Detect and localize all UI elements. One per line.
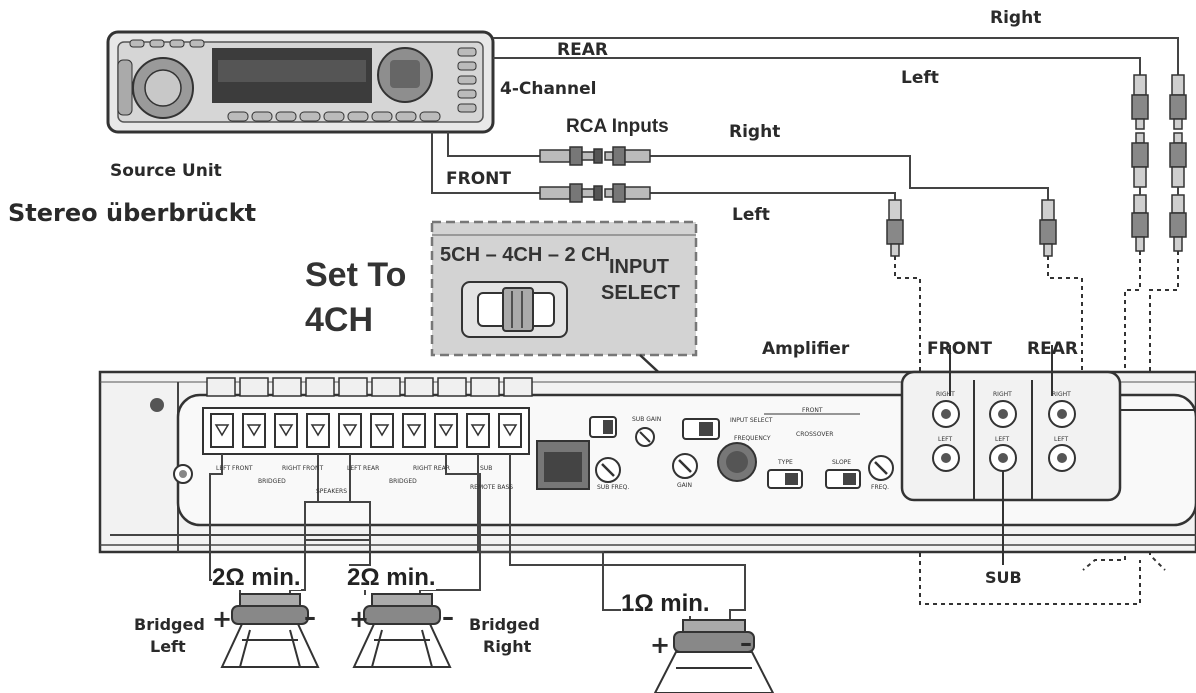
speaker-bridged-left bbox=[220, 593, 320, 668]
amp-sub-freq: SUB FREQ. bbox=[597, 484, 630, 491]
amp-right-sub-in: RIGHT bbox=[993, 391, 1012, 398]
rca-inputs-label: RCA Inputs bbox=[566, 116, 669, 137]
amp-left-front: LEFT FRONT bbox=[216, 465, 253, 472]
amp-remote: REMOTE BASS bbox=[470, 484, 514, 491]
amp-front-small: FRONT bbox=[802, 407, 823, 414]
amp-speakers: SPEAKERS bbox=[316, 488, 348, 495]
impedance-right-label: 2Ω min. bbox=[347, 564, 436, 591]
plus-sub: + bbox=[650, 631, 671, 659]
front-label: FRONT bbox=[446, 169, 511, 189]
plus-right: + bbox=[349, 605, 370, 633]
set-to-value: 4CH bbox=[305, 301, 374, 339]
amp-sub-gain: SUB GAIN bbox=[632, 416, 662, 423]
source-unit-label: Source Unit bbox=[110, 161, 222, 181]
minus-right: – bbox=[442, 603, 454, 631]
bridged-right-line2: Right bbox=[483, 637, 532, 656]
switch-select-label: SELECT bbox=[601, 282, 680, 304]
speaker-bridged-right bbox=[352, 593, 452, 668]
amp-type: TYPE bbox=[778, 459, 793, 466]
rear-right-label: Right bbox=[990, 8, 1042, 28]
head-unit bbox=[106, 30, 495, 134]
switch-modes-label: 5CH – 4CH – 2 CH bbox=[440, 244, 611, 266]
four-channel-label: 4-Channel bbox=[500, 79, 597, 99]
speaker-sub bbox=[653, 619, 775, 693]
amp-sub: SUB bbox=[480, 465, 493, 472]
amp-left-rear: LEFT REAR bbox=[347, 465, 380, 472]
bridged-left-line1: Bridged bbox=[134, 615, 205, 634]
amplifier-body bbox=[98, 345, 1196, 565]
rear-label: REAR bbox=[557, 40, 608, 60]
rear-left-label: Left bbox=[901, 68, 939, 88]
minus-left: – bbox=[304, 603, 316, 631]
switch-input-label: INPUT bbox=[609, 256, 669, 278]
amp-right-front: RIGHT FRONT bbox=[282, 465, 324, 472]
front-wires bbox=[431, 132, 1049, 200]
amp-frequency: FREQUENCY bbox=[734, 435, 771, 442]
amp-right-rear-in: RIGHT bbox=[1052, 391, 1071, 398]
amp-left-rear-in: LEFT bbox=[1054, 436, 1069, 443]
amp-left-front-in: LEFT bbox=[938, 436, 953, 443]
front-left-label: Left bbox=[732, 205, 770, 225]
amp-freq: FREQ. bbox=[871, 484, 890, 491]
set-to-label: Set To bbox=[305, 256, 407, 294]
input-select-slider bbox=[502, 287, 534, 332]
plus-left: + bbox=[212, 605, 233, 633]
amp-front-label: FRONT bbox=[927, 339, 992, 359]
bridged-right-line1: Bridged bbox=[469, 615, 540, 634]
rca-plugs bbox=[886, 74, 1187, 257]
amp-right-front-in: RIGHT bbox=[936, 391, 955, 398]
mounting-screw bbox=[150, 398, 164, 412]
amp-right-rear: RIGHT REAR bbox=[413, 465, 450, 472]
impedance-left-label: 2Ω min. bbox=[212, 564, 301, 591]
rca-inline-connectors bbox=[539, 146, 651, 203]
impedance-sub-label: 1Ω min. bbox=[621, 590, 710, 617]
amp-rear-label: REAR bbox=[1027, 339, 1078, 359]
stereo-bridged-headline: Stereo überbrückt bbox=[8, 199, 257, 227]
sub-label: SUB bbox=[985, 568, 1022, 587]
amp-crossover: CROSSOVER bbox=[796, 431, 834, 438]
bridged-left-line2: Left bbox=[150, 637, 186, 656]
amplifier-label: Amplifier bbox=[762, 339, 850, 359]
front-right-label: Right bbox=[729, 122, 781, 142]
amp-slope: SLOPE bbox=[832, 459, 852, 466]
minus-sub: – bbox=[740, 629, 752, 657]
amp-left-sub-in: LEFT bbox=[995, 436, 1010, 443]
amp-gain: GAIN bbox=[677, 482, 693, 489]
amp-bridged-1: BRIDGED bbox=[258, 478, 286, 485]
amp-bridged-2: BRIDGED bbox=[389, 478, 417, 485]
speaker-wires bbox=[209, 454, 746, 620]
amp-input-select: INPUT SELECT bbox=[730, 417, 773, 424]
rear-wires bbox=[493, 37, 1179, 75]
